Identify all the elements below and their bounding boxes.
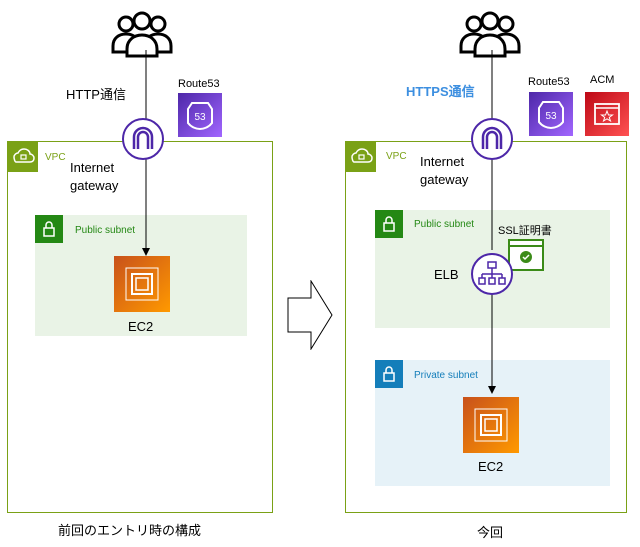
- route53-icon: 53: [529, 92, 573, 136]
- private-subnet-label: Private subnet: [414, 370, 478, 381]
- vpc-cloud-icon: [346, 142, 376, 172]
- http-label: HTTP通信: [66, 87, 126, 102]
- right-caption: 今回: [477, 525, 504, 540]
- ec2-icon: [463, 397, 519, 453]
- lock-icon: [375, 360, 403, 388]
- ec2-label: EC2: [128, 319, 154, 334]
- route53-label: Route53: [178, 78, 220, 90]
- svg-text:53: 53: [545, 111, 557, 122]
- users-icon: [458, 8, 522, 58]
- vpc-label: VPC: [386, 151, 407, 162]
- certificate-icon: [508, 239, 544, 271]
- lock-icon: [375, 210, 403, 238]
- ssl-label: SSL証明書: [498, 225, 552, 237]
- users-icon: [110, 8, 174, 58]
- igw-label: Internet gateway: [420, 154, 469, 187]
- vpc-label: VPC: [45, 152, 66, 163]
- internet-gateway-icon: [470, 117, 514, 161]
- route53-label: Route53: [528, 76, 570, 88]
- elb-label: ELB: [434, 267, 459, 282]
- public-subnet-label: Public subnet: [414, 219, 475, 230]
- acm-label: ACM: [590, 74, 615, 86]
- acm-icon: [585, 92, 629, 136]
- svg-text:53: 53: [194, 112, 206, 123]
- left-caption: 前回のエントリ時の構成: [58, 523, 202, 538]
- ec2-icon: [114, 256, 170, 312]
- https-label: HTTPS通信: [406, 84, 475, 99]
- vpc-cloud-icon: [8, 142, 38, 172]
- igw-label: Internet gateway: [70, 160, 119, 193]
- elb-icon: [470, 252, 514, 296]
- arrow-right-icon: [287, 280, 333, 350]
- ec2-label: EC2: [478, 459, 504, 474]
- connection-arrow-elb-ec2: [488, 292, 496, 394]
- internet-gateway-icon: [121, 117, 165, 161]
- route53-icon: 53: [178, 93, 222, 137]
- public-subnet-label: Public subnet: [75, 225, 136, 236]
- lock-icon: [35, 215, 63, 243]
